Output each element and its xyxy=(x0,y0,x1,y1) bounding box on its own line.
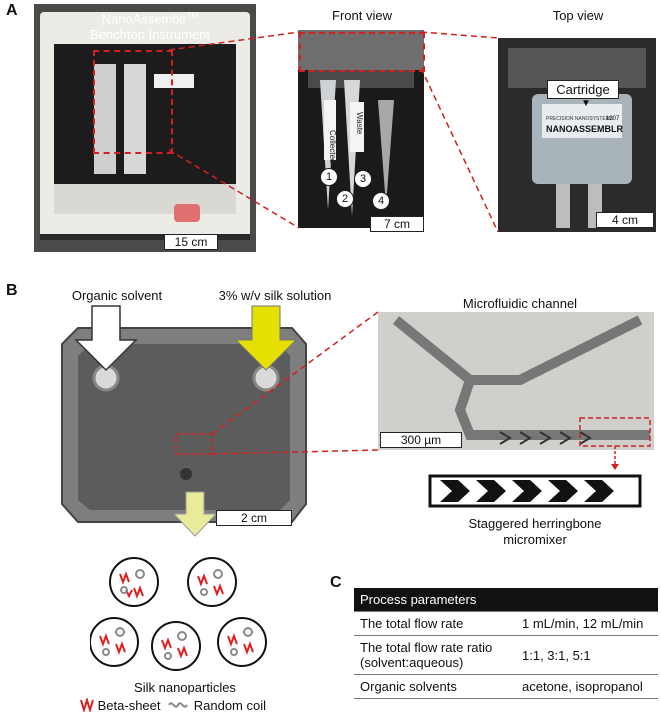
param-name: The total flow rate xyxy=(354,611,516,636)
solvent-arrow-icon xyxy=(74,305,138,372)
trademark-sup: TM xyxy=(186,11,199,20)
param-value: 1 mL/min, 12 mL/min xyxy=(516,611,658,636)
front-view-title: Front view xyxy=(332,8,392,23)
table-row: Organic solvents acetone, isopropanol xyxy=(354,674,658,699)
panel-b-drawing xyxy=(61,305,654,537)
nanoparticle-2 xyxy=(187,557,237,607)
herringbone-grooves xyxy=(499,431,592,445)
mixer-label: Staggered herringbone micromixer xyxy=(420,516,650,548)
micro-down-arrow-icon xyxy=(611,464,619,470)
tube-number-3-text: 3 xyxy=(359,173,367,185)
process-parameters-table-wrap: Process parameters The total flow rate 1… xyxy=(354,588,658,699)
instrument-label: NanoAssemblrTM Benchtop Instrument xyxy=(60,8,240,43)
front-view-photo: Collected Waste xyxy=(298,30,424,228)
nanoparticle-3 xyxy=(90,617,139,667)
tube-label-collected: Collected xyxy=(328,130,337,163)
panel-b-letter: B xyxy=(6,282,18,299)
panel-a-callout-lines xyxy=(168,31,499,233)
scale-bar-cartridge: 2 cm xyxy=(216,510,292,526)
table-header-row: Process parameters xyxy=(354,588,658,612)
tube-label-waste: Waste xyxy=(355,112,364,135)
cartridge-callout-box xyxy=(175,433,213,455)
tube-number-4: 4 xyxy=(372,192,390,210)
cartridge-code: 1207 xyxy=(606,116,620,122)
legend-beta-sheet: Beta-sheet xyxy=(97,698,161,713)
tube-number-2-text: 2 xyxy=(341,193,349,205)
panel-c-letter: C xyxy=(330,574,342,591)
param-name-line2: (solvent:aqueous) xyxy=(360,655,464,670)
instrument-callout-box xyxy=(93,50,173,154)
cartridge-brand-small: PRECISION NANOSYSTEMS xyxy=(546,116,614,122)
tube-number-2: 2 xyxy=(336,190,354,208)
param-name: Organic solvents xyxy=(354,674,516,699)
silk-arrow-icon xyxy=(234,305,298,371)
cartridge-label: Cartridge xyxy=(547,80,619,99)
tube-number-3: 3 xyxy=(354,170,372,188)
instrument-drawing xyxy=(34,4,256,252)
mixer-label-line2: micromixer xyxy=(503,532,567,547)
organic-solvent-label: Organic solvent xyxy=(71,288,163,303)
param-value: 1:1, 3:1, 5:1 xyxy=(516,635,658,675)
panel-a-letter: A xyxy=(6,2,18,19)
param-name-line1: The total flow rate ratio xyxy=(360,640,493,655)
scale-bar-instrument: 15 cm xyxy=(164,234,218,250)
nanoparticle-5 xyxy=(217,617,267,667)
cartridge-arrow-icon: ▼ xyxy=(581,98,591,109)
random-coil-icon xyxy=(168,702,189,708)
mixer-label-line1: Staggered herringbone xyxy=(468,516,602,531)
table-header: Process parameters xyxy=(354,588,658,612)
nanoparticles-drawing xyxy=(90,557,267,671)
scale-bar-top: 4 cm xyxy=(596,212,654,228)
scale-bar-micro: 300 µm xyxy=(380,432,462,448)
cartridge-window xyxy=(78,344,290,510)
nanoparticle-4 xyxy=(151,621,201,671)
beta-sheet-icon xyxy=(80,696,94,714)
tube-number-4-text: 4 xyxy=(377,195,385,207)
tube-number-1: 1 xyxy=(320,168,338,186)
instrument-photo xyxy=(34,4,256,252)
top-view-title: Top view xyxy=(552,8,604,23)
table-row: The total flow rate ratio (solvent:aqueo… xyxy=(354,635,658,675)
channel-y xyxy=(392,315,643,385)
legend-random-coil: Random coil xyxy=(193,698,267,713)
instrument-label-name: NanoAssemblr xyxy=(101,11,187,27)
silk-solution-label: 3% w/v silk solution xyxy=(218,288,332,303)
top-view-photo: PRECISION NANOSYSTEMS NANOASSEMBLR 1207 xyxy=(498,38,656,232)
product-arrow-icon xyxy=(172,491,218,537)
tube-number-1-text: 1 xyxy=(325,171,333,183)
microfluidic-title: Microfluidic channel xyxy=(462,296,578,311)
cartridge-brand: NANOASSEMBLR xyxy=(546,124,624,134)
instrument-label-line2: Benchtop Instrument xyxy=(90,27,210,43)
particles-title: Silk nanoparticles xyxy=(134,680,236,695)
scale-bar-front: 7 cm xyxy=(370,216,424,232)
front-view-drawing: Collected Waste xyxy=(298,30,424,228)
front-view-callout-box xyxy=(299,32,425,72)
particles-legend: Beta-sheet Random coil xyxy=(80,696,300,714)
param-value: acetone, isopropanol xyxy=(516,674,658,699)
nanoparticle-1 xyxy=(109,557,159,607)
param-name: The total flow rate ratio (solvent:aqueo… xyxy=(354,635,516,675)
outlet xyxy=(180,468,192,480)
table-row: The total flow rate 1 mL/min, 12 mL/min xyxy=(354,611,658,636)
process-parameters-table: Process parameters The total flow rate 1… xyxy=(354,588,658,699)
top-view-drawing: PRECISION NANOSYSTEMS NANOASSEMBLR 1207 xyxy=(498,38,656,232)
